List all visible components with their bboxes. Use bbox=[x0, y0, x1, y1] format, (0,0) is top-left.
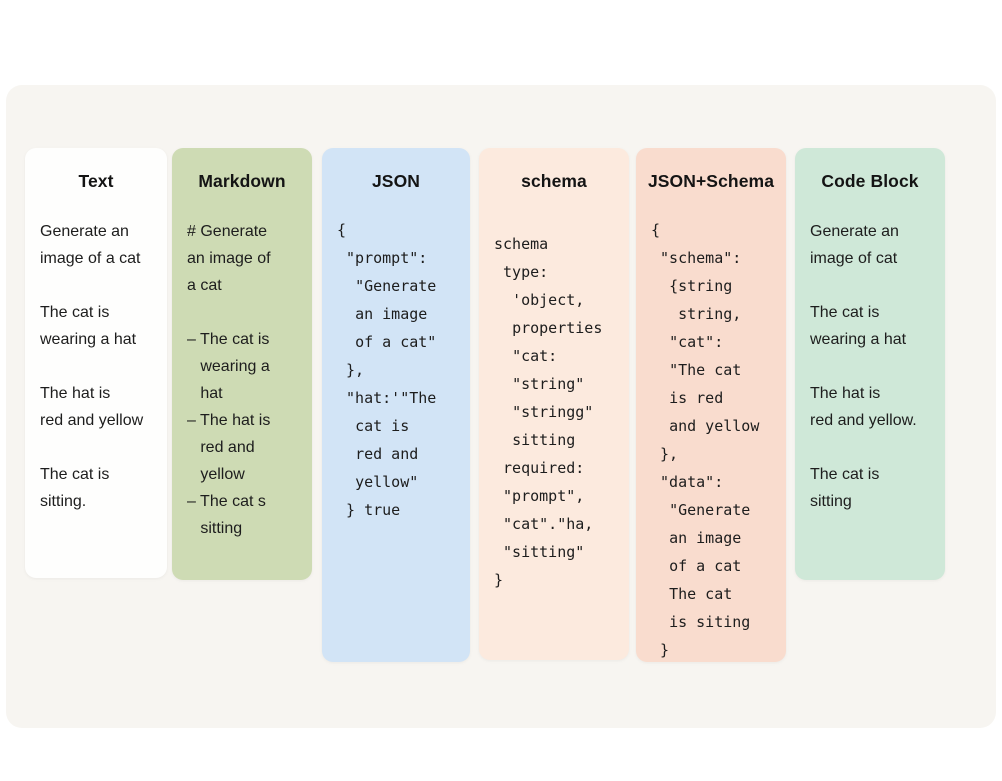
card-content-schema: schema type: 'object, properties "cat: "… bbox=[494, 235, 603, 589]
card-content-json-schema: { "schema": {string string, "cat": "The … bbox=[651, 221, 760, 659]
format-card-json: JSON { "prompt": "Generate an image of a… bbox=[322, 148, 470, 662]
card-title-markdown: Markdown bbox=[198, 171, 286, 191]
card-title-json-schema: JSON+Schema bbox=[647, 171, 775, 191]
card-content-markdown: # Generate an image of a cat – The cat i… bbox=[187, 223, 271, 537]
card-content-code-block: Generate an image of cat The cat is wear… bbox=[810, 223, 917, 510]
card-title-code-block: Code Block bbox=[821, 171, 919, 191]
card-title-json: JSON bbox=[371, 171, 421, 191]
card-title-schema: schema bbox=[521, 171, 587, 191]
card-title-text: Text bbox=[78, 171, 114, 191]
format-card-json-schema: JSON+Schema { "schema": {string string, … bbox=[636, 148, 786, 662]
card-content-json: { "prompt": "Generate an image of a cat"… bbox=[337, 221, 437, 519]
format-card-code-block: Code Block Generate an image of cat The … bbox=[795, 148, 945, 580]
card-content-text: Generate an image of a cat The cat is we… bbox=[40, 223, 144, 510]
format-card-text: Text Generate an image of a cat The cat … bbox=[25, 148, 167, 578]
format-card-markdown: Markdown # Generate an image of a cat – … bbox=[172, 148, 312, 580]
format-card-schema: schema schema type: 'object, properties … bbox=[479, 148, 629, 660]
